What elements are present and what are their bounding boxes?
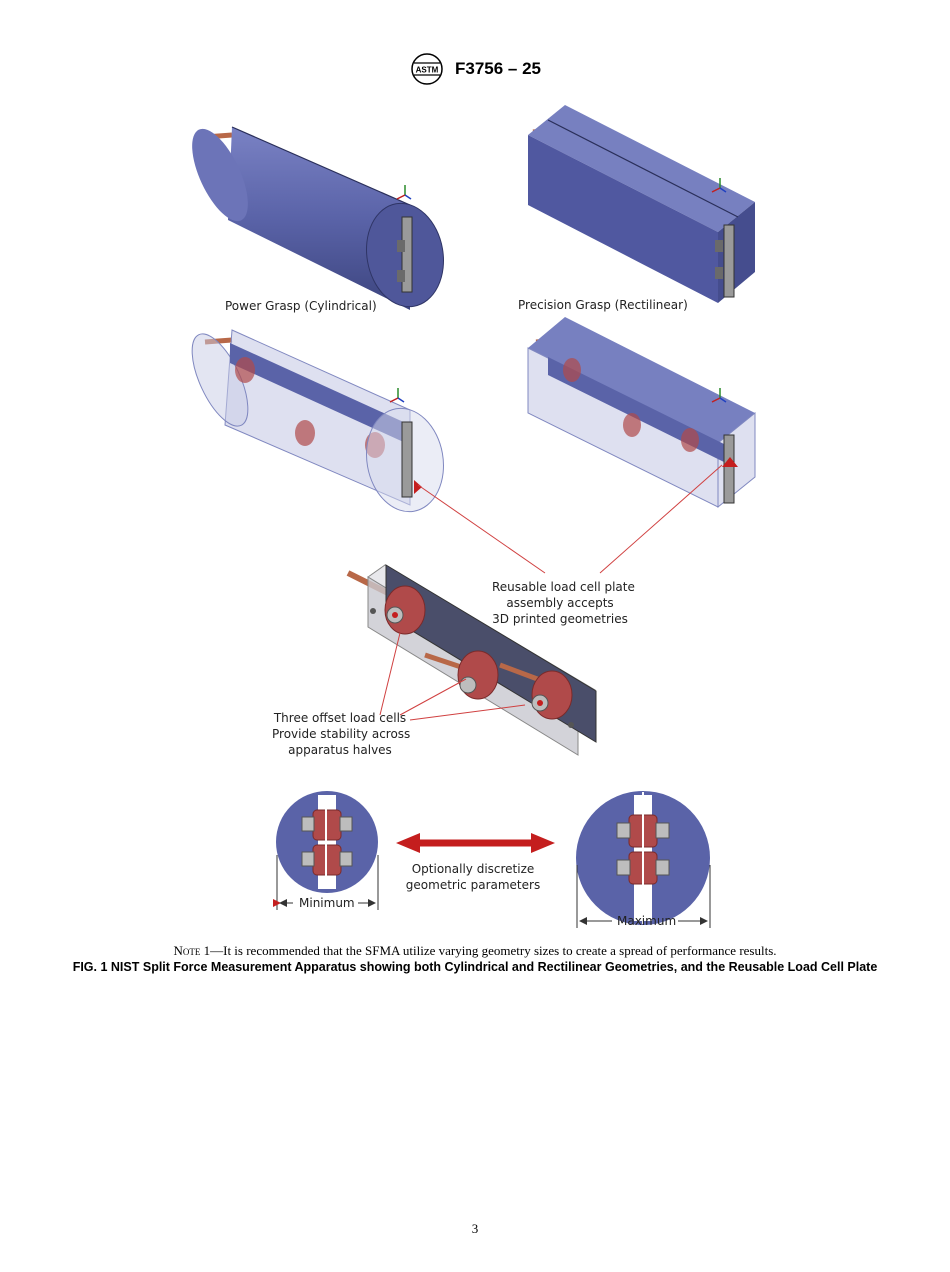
label-three-load-cells: Three offset load cells Provide stabilit… <box>272 711 411 757</box>
rectilinear-cutaway <box>527 317 756 509</box>
svg-text:ASTM: ASTM <box>416 66 439 75</box>
cylindrical-cutaway <box>191 329 444 513</box>
cylindrical-apparatus <box>192 126 444 310</box>
astm-logo: ASTM <box>411 53 443 85</box>
document-id: F3756 – 25 <box>455 59 542 78</box>
leader-line-left <box>417 484 546 574</box>
page-number: 3 <box>471 1221 479 1236</box>
note-prefix: Note 1 <box>173 943 211 958</box>
label-optionally-discretize: Optionally discretize geometric paramete… <box>405 862 541 892</box>
note-text: —It is recommended that the SFMA utilize… <box>210 943 777 958</box>
label-power-grasp: Power Grasp (Cylindrical) <box>225 299 377 313</box>
label-minimum: Minimum <box>299 896 355 910</box>
figure-note: Note 1—It is recommended that the SFMA u… <box>0 943 950 959</box>
rectilinear-apparatus <box>528 105 755 303</box>
figure-1: Power Grasp (Cylindrical) Precision Gras… <box>0 95 950 940</box>
maximum-cross-section <box>576 791 711 928</box>
figure-illustration <box>191 105 756 928</box>
label-reusable-plate: Reusable load cell plate assembly accept… <box>492 580 635 626</box>
leader-line-right <box>599 464 723 574</box>
label-precision-grasp: Precision Grasp (Rectilinear) <box>518 298 688 312</box>
label-maximum: Maximum <box>617 914 677 928</box>
page-header: ASTM F3756 – 25 <box>0 52 950 86</box>
double-arrow <box>396 833 555 853</box>
figure-caption: FIG. 1 NIST Split Force Measurement Appa… <box>72 960 878 974</box>
load-cell-plate-assembly <box>346 564 597 756</box>
minimum-cross-section <box>276 791 379 910</box>
